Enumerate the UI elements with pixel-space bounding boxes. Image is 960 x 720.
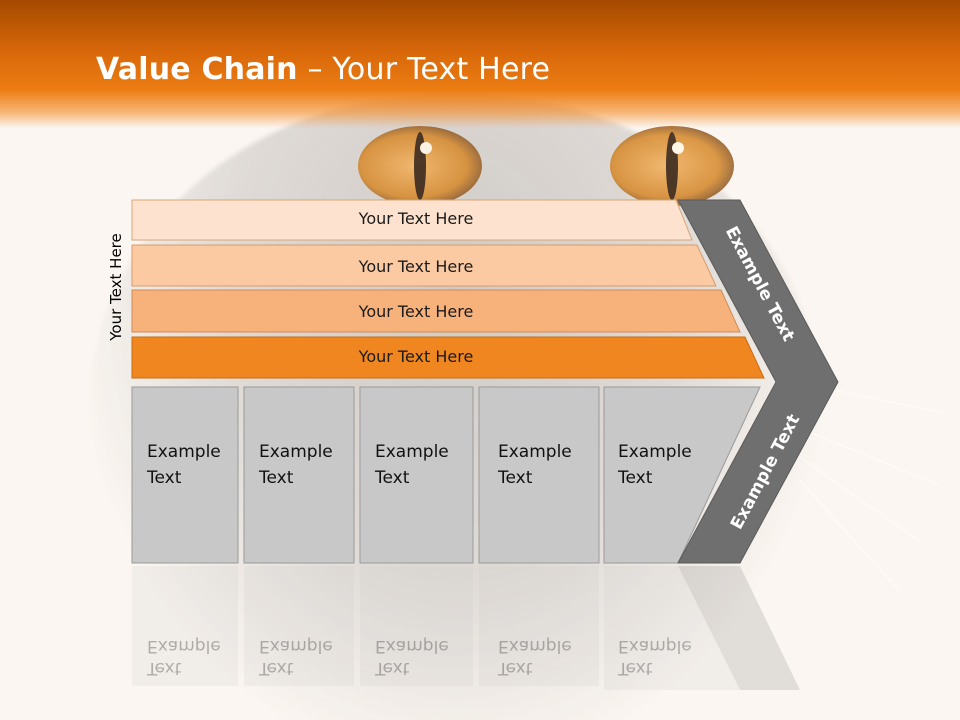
reflection-group — [132, 566, 800, 690]
header-band — [0, 0, 960, 128]
right-eye-image — [610, 126, 734, 206]
primary-box-3[interactable] — [359, 386, 474, 564]
support-bar-4-label: Your Text Here — [358, 347, 474, 366]
slide-title-bold: Value Chain — [96, 52, 298, 87]
slide-title-rest: – Your Text Here — [297, 52, 551, 87]
left-eye-image — [358, 126, 482, 206]
primary-box-2[interactable] — [243, 386, 355, 564]
support-bar-1-label: Your Text Here — [358, 209, 474, 228]
support-bar-2[interactable] — [131, 244, 717, 287]
primary-box-4[interactable] — [478, 386, 600, 564]
slide-title: Value Chain – Your Text Here — [96, 52, 550, 87]
support-bar-3[interactable] — [131, 289, 741, 333]
support-bar-1[interactable] — [131, 199, 693, 241]
support-bar-4[interactable] — [131, 336, 765, 379]
margin-chevron-arrow[interactable] — [677, 199, 839, 564]
support-bar-2-label: Your Text Here — [358, 257, 474, 276]
primary-box-1[interactable] — [131, 386, 239, 564]
support-bar-3-label: Your Text Here — [358, 302, 474, 321]
